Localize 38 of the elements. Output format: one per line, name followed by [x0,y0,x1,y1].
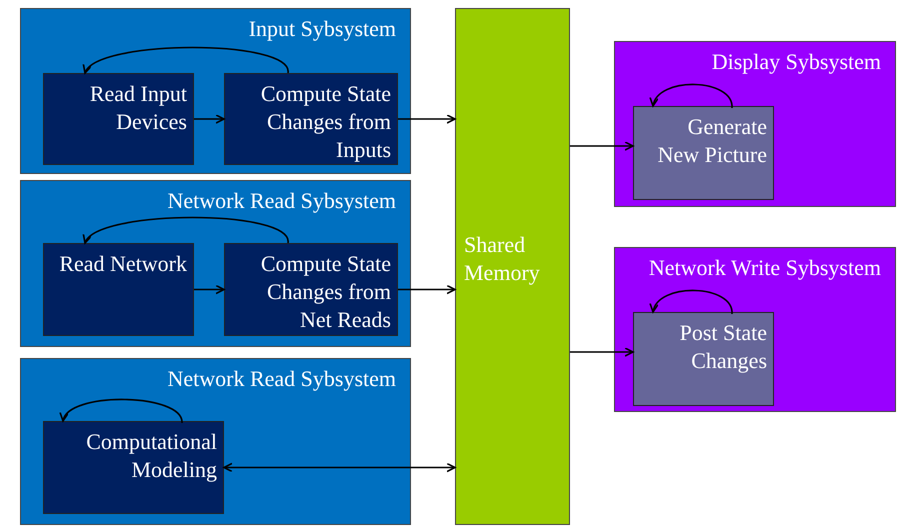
arrow [398,114,456,124]
arrow [223,462,456,472]
process-box [633,106,774,200]
arrow [194,284,225,294]
subsystem-panel [20,180,411,347]
subsystem-panel [614,41,896,207]
process-box [224,73,398,165]
process-box [43,243,194,336]
box-label: Generate New Picture [656,113,767,169]
arrow [398,284,456,294]
box-label: Compute State Changes from Net Reads [260,250,391,334]
panel-title: Network Read Sybsystem [167,187,396,215]
subsystem-panel [614,247,896,412]
panel-title: Network Read Sybsystem [167,365,396,393]
arrow [84,216,289,244]
panel-title: Network Write Sybsystem [648,254,881,282]
process-box [224,243,398,336]
arrow [194,114,225,124]
arrow [62,398,183,424]
box-label: Read Input Devices [88,80,187,136]
process-box [43,421,224,514]
arrow [651,84,733,108]
box-label: Post State Changes [678,319,767,375]
box-label: Computational Modeling [85,428,217,484]
arrow [84,46,289,74]
process-box [633,312,774,406]
panel-title: Display Sybsystem [712,48,881,76]
subsystem-panel [20,358,411,525]
arrow [651,290,733,314]
arrow [570,141,634,151]
box-label: Read Network [58,250,187,278]
subsystem-panel [20,8,411,174]
process-box [43,73,194,165]
box-label: Shared Memory [464,231,541,287]
shared-memory-bar [455,8,570,525]
arrow [570,347,634,357]
panel-title: Input Sybsystem [248,15,396,43]
box-label: Compute State Changes from Inputs [260,80,391,164]
